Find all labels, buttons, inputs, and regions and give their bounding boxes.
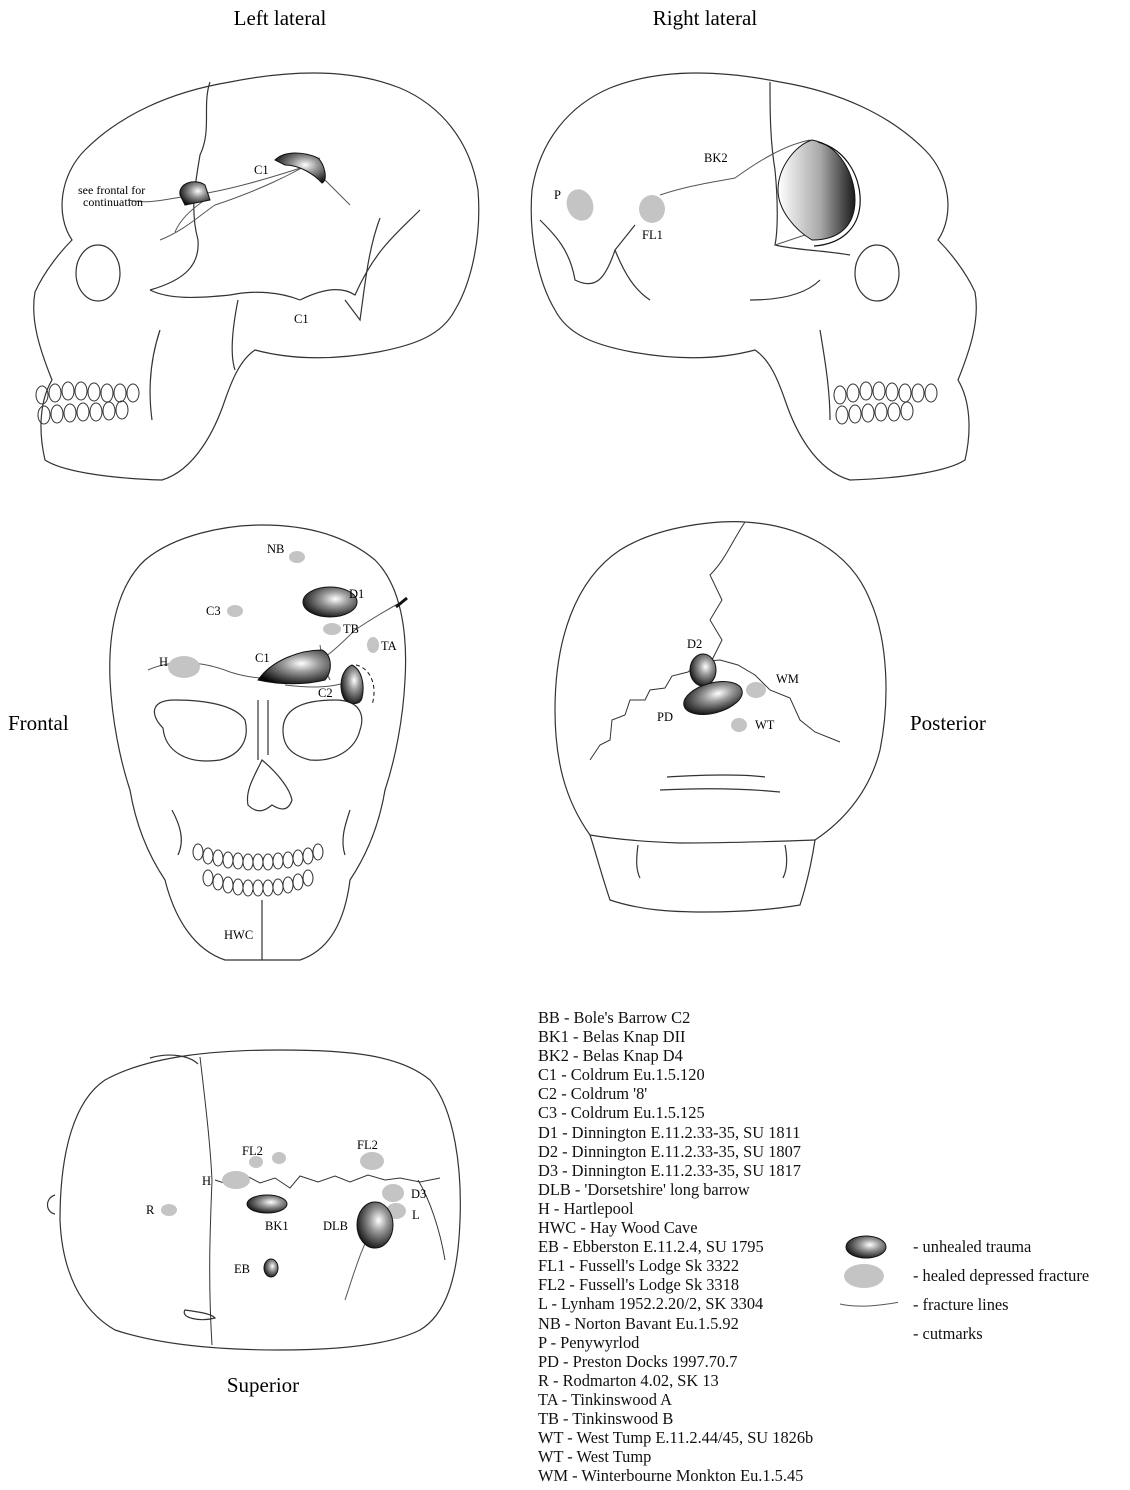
key-entry: HWC - Hay Wood Cave: [538, 1218, 813, 1237]
trauma-mark-ll-2: [275, 153, 325, 183]
marker-label-h-superior: H: [202, 1174, 211, 1188]
marker-label-ta: TA: [381, 639, 397, 653]
healed-mark-d3: [382, 1184, 404, 1202]
view-title-right-lateral: Right lateral: [653, 6, 758, 30]
key-entry: DLB - 'Dorsetshire' long barrow: [538, 1180, 813, 1199]
legend-row-unhealed: - unhealed trauma: [838, 1234, 1130, 1260]
marker-label-fl2-a: FL2: [242, 1144, 263, 1158]
marker-label-c2: C2: [318, 686, 333, 700]
key-entry: H - Hartlepool: [538, 1199, 813, 1218]
legend-row-fracture: - fracture lines: [838, 1292, 1130, 1318]
trauma-mark-pd: [680, 676, 746, 721]
marker-label-p: P: [554, 188, 561, 202]
key-entry: TA - Tinkinswood A: [538, 1390, 813, 1409]
fracture-line-icon: [838, 1292, 898, 1318]
skull-left-lateral: [34, 73, 479, 480]
view-title-left-lateral: Left lateral: [234, 6, 327, 30]
healed-mark-h-superior: [222, 1171, 250, 1189]
key-entry: BB - Bole's Barrow C2: [538, 1008, 813, 1027]
marker-label-fl2-b: FL2: [357, 1138, 378, 1152]
key-entry: WT - West Tump: [538, 1447, 813, 1466]
legend-label-cutmarks: - cutmarks: [913, 1324, 983, 1344]
marker-label-pd: PD: [657, 710, 673, 724]
trauma-mark-c2: [341, 665, 363, 704]
key-entry: D3 - Dinnington E.11.2.33-35, SU 1817: [538, 1161, 813, 1180]
marker-label-fl1: FL1: [642, 228, 663, 242]
key-entry: BK2 - Belas Knap D4: [538, 1046, 813, 1065]
healed-mark-fl2-c: [272, 1152, 286, 1164]
key-entry: FL2 - Fussell's Lodge Sk 3318: [538, 1275, 813, 1294]
legend-label-unhealed: - unhealed trauma: [913, 1237, 1031, 1257]
marker-label-tb: TB: [343, 622, 359, 636]
key-entry: L - Lynham 1952.2.20/2, SK 3304: [538, 1294, 813, 1313]
marker-label-l: L: [412, 1208, 420, 1222]
healed-mark-tb: [323, 623, 341, 635]
key-entry: C2 - Coldrum '8': [538, 1084, 813, 1103]
key-entry: WM - Winterbourne Monkton Eu.1.5.45: [538, 1466, 813, 1485]
healed-mark-h-frontal: [168, 656, 200, 678]
trauma-mark-dlb: [357, 1202, 393, 1248]
marker-label-bk1: BK1: [265, 1219, 289, 1233]
healed-mark-nb: [289, 551, 305, 563]
site-key-list: BB - Bole's Barrow C2 BK1 - Belas Knap D…: [538, 1008, 813, 1485]
marker-label-dlb: DLB: [323, 1219, 348, 1233]
marker-label-hwc: HWC: [224, 928, 253, 942]
key-entry: TB - Tinkinswood B: [538, 1409, 813, 1428]
view-title-posterior: Posterior: [910, 711, 986, 735]
trauma-mark-ll-1: [180, 182, 210, 205]
marker-label-c1-bottom: C1: [294, 312, 309, 326]
key-entry: D1 - Dinnington E.11.2.33-35, SU 1811: [538, 1123, 813, 1142]
marker-label-d3: D3: [411, 1187, 426, 1201]
key-entry: WT - West Tump E.11.2.44/45, SU 1826b: [538, 1428, 813, 1447]
marker-label-c1-top: C1: [254, 163, 269, 177]
note-see-frontal-2: continuation: [83, 195, 143, 209]
healed-mark-p: [562, 186, 597, 225]
legend-row-cutmarks: - cutmarks: [838, 1321, 1130, 1347]
trauma-mark-bk2: [778, 140, 855, 240]
key-entry: C1 - Coldrum Eu.1.5.120: [538, 1065, 813, 1084]
key-entry: P - Penywyrlod: [538, 1333, 813, 1352]
key-entry: PD - Preston Docks 1997.70.7: [538, 1352, 813, 1371]
key-entry: FL1 - Fussell's Lodge Sk 3322: [538, 1256, 813, 1275]
marker-label-h-frontal: H: [159, 655, 168, 669]
legend-label-fracture: - fracture lines: [913, 1295, 1009, 1315]
healed-mark-wt-posterior: [731, 718, 747, 732]
key-entry: EB - Ebberston E.11.2.4, SU 1795: [538, 1237, 813, 1256]
unhealed-trauma-icon: [838, 1234, 898, 1260]
view-title-superior: Superior: [227, 1373, 299, 1397]
key-entry: D2 - Dinnington E.11.2.33-35, SU 1807: [538, 1142, 813, 1161]
marker-label-nb: NB: [267, 542, 284, 556]
symbol-legend: - unhealed trauma - healed depressed fra…: [838, 1232, 1130, 1352]
healed-mark-fl2-b: [360, 1152, 384, 1170]
marker-label-bk2: BK2: [704, 151, 728, 165]
marker-label-r: R: [146, 1203, 155, 1217]
marker-label-d2: D2: [687, 637, 702, 651]
trauma-mark-eb: [264, 1259, 278, 1277]
healed-mark-c3: [227, 605, 243, 617]
healed-mark-fl1: [639, 195, 665, 223]
healed-mark-ta: [367, 637, 379, 653]
legend-row-healed: - healed depressed fracture: [838, 1263, 1130, 1289]
key-entry: BK1 - Belas Knap DII: [538, 1027, 813, 1046]
healed-mark-wm: [746, 682, 766, 698]
marker-label-d1: D1: [349, 587, 364, 601]
marker-label-eb: EB: [234, 1262, 250, 1276]
healed-fracture-icon: [838, 1263, 898, 1289]
key-entry: NB - Norton Bavant Eu.1.5.92: [538, 1314, 813, 1333]
marker-label-c1-frontal: C1: [255, 651, 270, 665]
marker-label-wt-posterior: WT: [755, 718, 775, 732]
marker-label-wm: WM: [776, 672, 799, 686]
skull-posterior: [555, 522, 886, 912]
trauma-mark-bk1: [247, 1195, 287, 1213]
healed-mark-r: [161, 1204, 177, 1216]
trauma-mark-d2: [690, 654, 716, 686]
marker-label-c3: C3: [206, 604, 221, 618]
skull-right-lateral: [531, 73, 976, 480]
view-title-frontal: Frontal: [8, 711, 69, 735]
key-entry: C3 - Coldrum Eu.1.5.125: [538, 1103, 813, 1122]
legend-label-healed: - healed depressed fracture: [913, 1266, 1089, 1286]
key-entry: R - Rodmarton 4.02, SK 13: [538, 1371, 813, 1390]
